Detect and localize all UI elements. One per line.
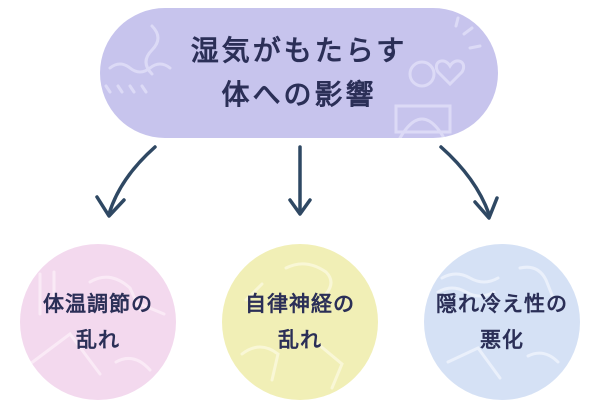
decorative-doodles [436, 265, 560, 380]
arrowhead-right [473, 196, 499, 220]
arrow-right [439, 145, 491, 216]
effect-label-line-1: 自律神経の [245, 292, 355, 316]
effect-circle-autonomic-nerves: 自律神経の 乱れ [222, 244, 378, 400]
arrow-left [107, 145, 157, 216]
effect-label-line-2: 悪化 [480, 328, 524, 352]
arrowhead-center [288, 198, 312, 216]
effect-label-line-2: 乱れ [76, 328, 120, 352]
decorative-doodles [28, 270, 166, 376]
effect-circle-hidden-cold-sensitivity: 隠れ冷え性の 悪化 [424, 244, 580, 400]
effect-label-line-1: 隠れ冷え性の [436, 292, 568, 316]
decorative-doodles [104, 16, 482, 138]
title-line-1: 湿気がもたらす [190, 34, 408, 67]
title-bubble: 湿気がもたらす 体への影響 [100, 8, 498, 138]
title-line-2: 体への影響 [221, 78, 377, 111]
arrowhead-left [95, 195, 126, 218]
effect-circle-thermoregulation: 体温調節の 乱れ [20, 244, 176, 400]
effect-label-line-2: 乱れ [278, 328, 322, 352]
decorative-doodles [240, 262, 344, 390]
effect-label-line-1: 体温調節の [43, 292, 153, 316]
